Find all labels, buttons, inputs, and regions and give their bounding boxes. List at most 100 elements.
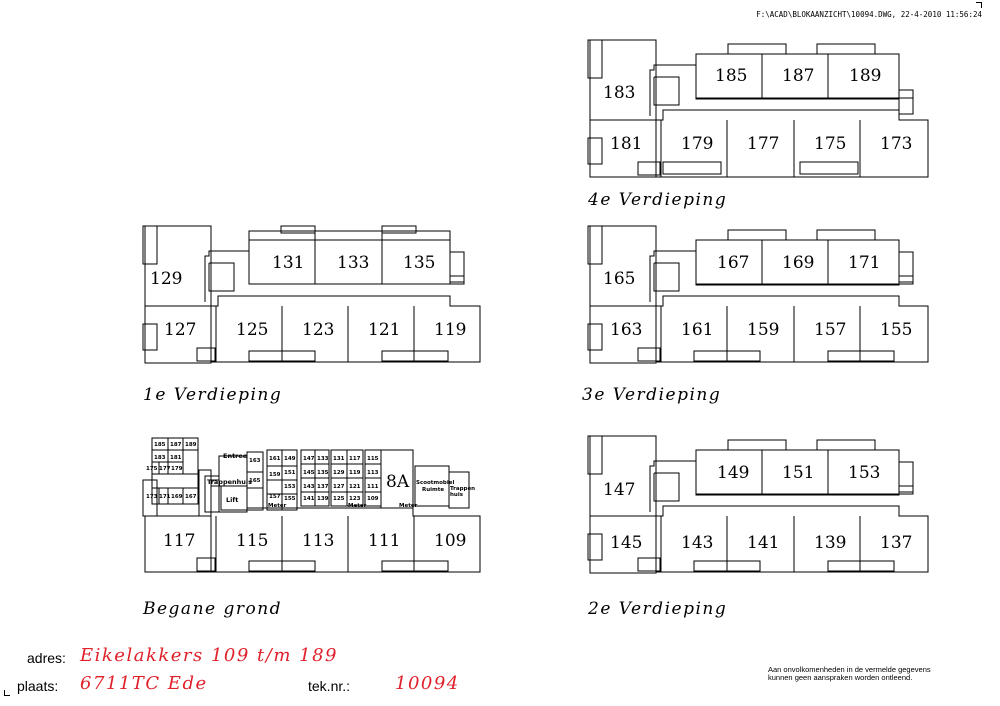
bottom-row-wall [211,295,481,363]
scootmobiel-label: Scootmobiel [416,480,454,486]
unit-label: 185 [715,66,747,86]
storage-label: 139 [317,496,329,502]
balcony [381,350,449,362]
plaats-value: 6711TC Ede [80,673,208,694]
unit-label: 169 [782,253,814,273]
corner-unit-box [589,119,657,178]
unit-label: 139 [814,533,846,553]
unit-label: 123 [302,320,334,340]
balcony [381,560,449,572]
unit-label: 167 [717,253,749,273]
storage-label: 189 [185,442,197,448]
bottom-row-wall [656,505,929,573]
unit-label: 179 [681,134,713,154]
floor-label-1e: 1e Verdieping [143,385,283,405]
balcony [637,161,661,176]
storage-label: 143 [303,484,315,490]
stair-unit-box [589,225,657,307]
lift-box [653,76,680,106]
plaats-label: plaats: [17,678,59,694]
balcony [381,225,417,234]
meter-label: Meter [399,503,418,509]
storage-label: 119 [349,470,361,476]
storage-label: 111 [367,484,379,490]
balcony [280,225,316,234]
balcony [587,137,603,165]
lift-box [208,262,235,292]
unit-label: 153 [848,463,880,483]
unit-label: 149 [717,463,749,483]
disclaimer-line: Aan onvolkomenheden in de vermelde gegev… [768,665,931,674]
balcony [898,251,914,283]
unit-label: 137 [880,533,912,553]
unit-label: 117 [163,531,195,551]
balcony [816,43,876,55]
balcony [727,43,787,55]
storage-label: 125 [333,496,345,502]
storage-block [151,437,199,505]
storage-label: 117 [349,456,361,462]
unit-label: 165 [603,269,635,289]
trappenhuis-box-2 [448,471,470,509]
lift-box [653,262,680,292]
balcony [637,557,661,572]
unit-label: 157 [814,320,846,340]
corner-unit-box [144,515,212,573]
unit-label: 143 [681,533,713,553]
disclaimer-line: kunnen geen aanspraken worden ontleend. [768,673,913,682]
storage-label: 155 [284,496,296,502]
unit-label: 173 [880,134,912,154]
storage-label: 109 [367,496,379,502]
unit-label: 155 [880,320,912,340]
balcony [248,350,316,362]
bottom-row-wall [210,507,481,573]
scootmobiel-label: Ruimte [422,487,444,493]
unit-label: 159 [747,320,779,340]
meter-label: Meter [268,503,287,509]
storage-label: 137 [317,484,329,490]
storage-label: 181 [170,455,182,461]
stair-unit-box [589,435,657,517]
storage-label: 173 [146,494,158,500]
disclaimer: Aan onvolkomenheden in de vermelde gegev… [768,666,931,682]
storage-label: 157 [269,494,281,500]
unit-label: 113 [302,531,334,551]
storage-label: 135 [317,470,329,476]
storage-label: 133 [317,456,329,462]
corner-mark-bottom-left [4,690,10,696]
floor-label-4e: 4e Verdieping [588,190,728,210]
balcony [196,347,216,362]
trappenhuis-label: huis [450,492,464,498]
plan-3e-verdieping: 165 167 169 171 163 161 159 157 155 [587,225,929,364]
unit-label: 161 [681,320,713,340]
unit-label: 183 [603,83,635,103]
bottom-row-wall [656,109,929,178]
unit-label: 133 [337,253,369,273]
unit-label: 147 [603,480,635,500]
storage-label: 153 [284,484,296,490]
floor-label-begane-grond: Begane grond [143,599,283,619]
balcony [898,461,914,493]
unit-label: 171 [848,253,880,273]
unit-label: 115 [236,531,268,551]
unit-label: 109 [434,531,466,551]
balcony [816,439,876,451]
unit-label: 189 [849,66,881,86]
unit-label: 131 [272,253,304,273]
storage-label: 147 [303,456,315,462]
storage-label: 161 [269,456,281,462]
storage-label: 165 [249,478,261,484]
balcony [693,350,761,362]
balcony [248,560,316,572]
corner-unit-box [144,305,212,364]
unit-label: 125 [236,320,268,340]
balcony [196,557,216,572]
file-path: F:\ACAD\BLOKAANZICHT\10094.DWG, 22-4-201… [756,10,982,19]
unit-label: 151 [782,463,814,483]
lift-box [653,472,680,502]
plan-begane-grond: 185 187 189 183 181 175 177 179 173 171 … [142,437,481,573]
balcony [799,161,859,175]
balcony [693,560,761,572]
storage-label: 115 [367,456,379,462]
